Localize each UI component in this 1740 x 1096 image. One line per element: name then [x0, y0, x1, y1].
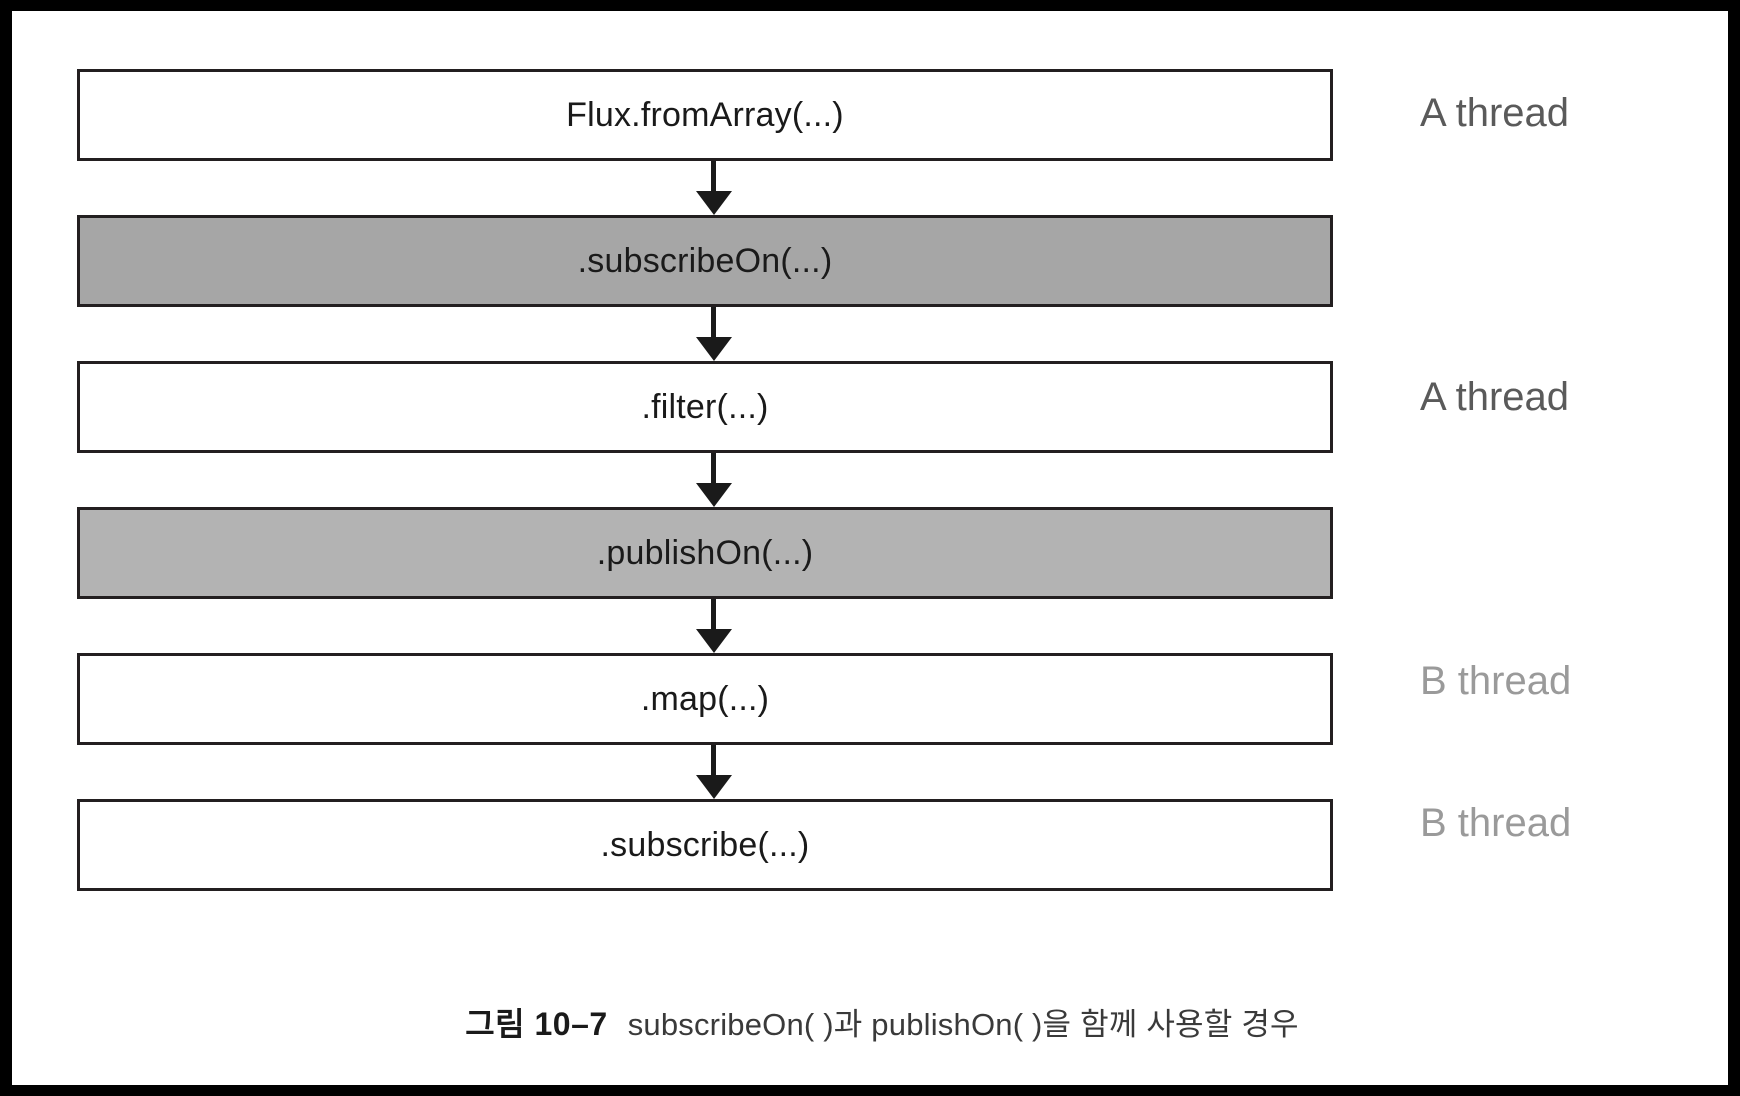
pipeline-stage-row: .subscribeOn(...) [77, 215, 1333, 307]
stage-box-subscribe: .subscribe(...) [77, 799, 1333, 891]
arrow-head [696, 483, 732, 507]
figure-canvas: Flux.fromArray(...) .subscribeOn(...) [12, 11, 1728, 1085]
stage-label-subscribe: .subscribe(...) [600, 825, 810, 864]
reactive-pipeline-diagram: Flux.fromArray(...) .subscribeOn(...) [77, 69, 1333, 891]
thread-tag-a-thread-filter: A thread [1420, 375, 1570, 419]
arrow-shaft [711, 453, 716, 489]
flow-arrow-icon-4 [77, 599, 1333, 653]
flow-arrow-icon-5 [77, 745, 1333, 799]
stage-box-flux-fromarray: Flux.fromArray(...) [77, 69, 1333, 161]
arrow-head [696, 629, 732, 653]
arrow-head [696, 191, 732, 215]
stage-box-filter: .filter(...) [77, 361, 1333, 453]
stage-label-filter: .filter(...) [641, 387, 769, 426]
arrow-shaft [711, 745, 716, 781]
flow-arrow-icon-1 [77, 161, 1333, 215]
arrow-head [696, 775, 732, 799]
arrow-head [696, 337, 732, 361]
stage-box-publishon: .publishOn(...) [77, 507, 1333, 599]
arrow-shaft [711, 161, 716, 197]
thread-tag-b-thread-subscribe: B thread [1420, 801, 1572, 845]
pipeline-stage-row: .filter(...) [77, 361, 1333, 453]
thread-tag-b-thread-map: B thread [1420, 659, 1572, 703]
pipeline-stage-row: .subscribe(...) [77, 799, 1333, 891]
stage-label-publishon: .publishOn(...) [596, 533, 814, 572]
arrow-shaft [711, 599, 716, 635]
pipeline-stage-row: .publishOn(...) [77, 507, 1333, 599]
stage-label-map: .map(...) [640, 679, 770, 718]
flow-arrow-icon-2 [77, 307, 1333, 361]
flow-arrow-icon-3 [77, 453, 1333, 507]
figure-caption-text: subscribeOn( )과 publishOn( )을 함께 사용할 경우 [627, 1007, 1299, 1042]
stage-box-map: .map(...) [77, 653, 1333, 745]
thread-tag-a-thread-top: A thread [1420, 91, 1570, 135]
figure-caption: 그림 10–7 subscribeOn( )과 publishOn( )을 함께 … [24, 999, 1740, 1045]
pipeline-stage-row: Flux.fromArray(...) [77, 69, 1333, 161]
figure-caption-number: 그림 10–7 [465, 1006, 608, 1042]
stage-label-subscribeon: .subscribeOn(...) [577, 241, 833, 280]
arrow-shaft [711, 307, 716, 343]
stage-box-subscribeon: .subscribeOn(...) [77, 215, 1333, 307]
stage-label-flux-fromarray: Flux.fromArray(...) [566, 95, 844, 134]
pipeline-stage-row: .map(...) [77, 653, 1333, 745]
